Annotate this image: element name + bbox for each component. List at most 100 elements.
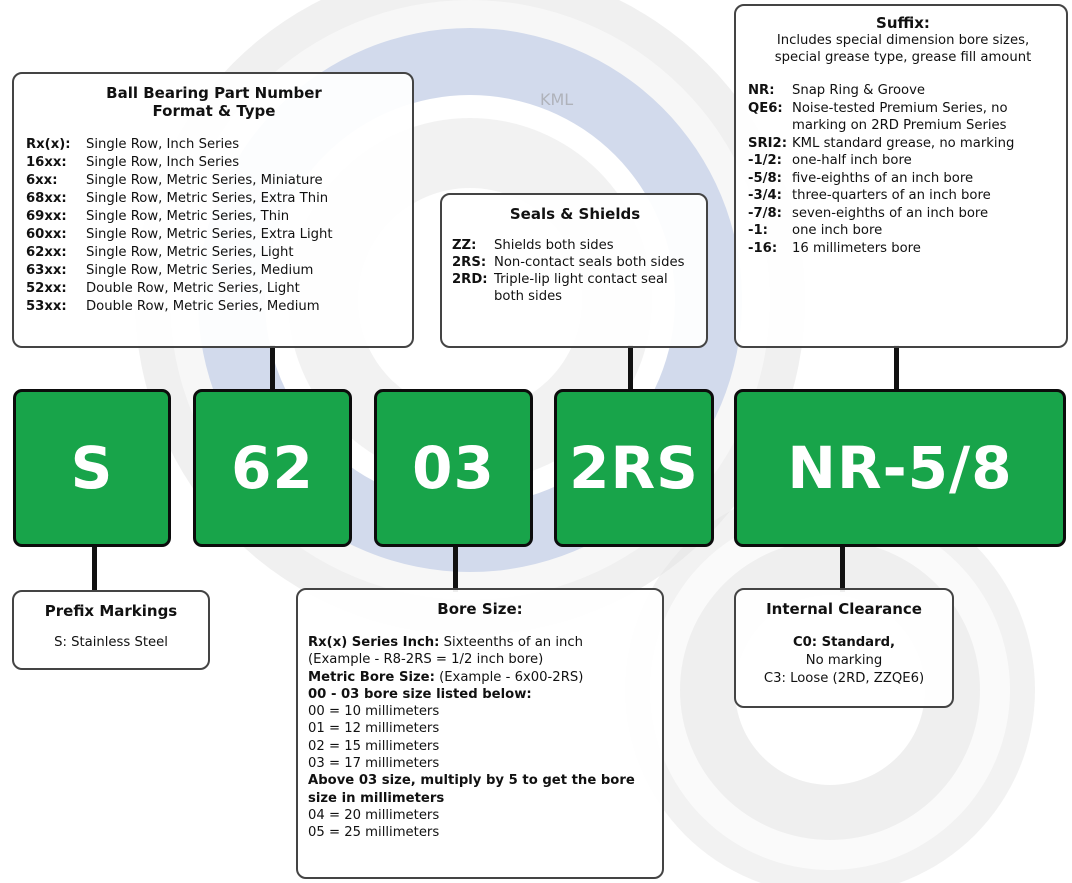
clearance-title: Internal Clearance — [766, 600, 922, 618]
suffix-code: -7/8: — [748, 205, 782, 221]
format-row: Rx(x):Single Row, Inch Series — [26, 136, 402, 154]
seal-desc: Shields both sides — [494, 238, 614, 253]
suffix-row: -1/2: one-half inch bore — [748, 152, 1058, 170]
format-code: 62xx: — [26, 245, 67, 260]
suffix-row: -3/4:three-quarters of an inch bore — [748, 187, 1058, 205]
format-desc: Single Row, Metric Series, Thin — [86, 209, 290, 224]
suffix-code: SRI2: — [748, 135, 788, 151]
bore-line-bold: Rx(x) Series Inch: — [308, 635, 440, 650]
format-row: 68xx: Single Row, Metric Series, Extra Th… — [26, 190, 402, 208]
suffix-row: NR: Snap Ring & Groove — [748, 82, 1058, 100]
bore-size-list: Rx(x) Series Inch: Sixteenths of an inch… — [308, 634, 652, 842]
seal-code: 2RS: — [452, 255, 487, 270]
seals-shields-title: Seals & Shields — [509, 205, 641, 223]
suffix-row: -16: 16 millimeters bore — [748, 240, 1058, 258]
bore-line: 00 = 10 millimeters — [308, 703, 652, 720]
format-row: 52xx: Double Row, Metric Series, Light — [26, 280, 402, 298]
bore-line-text: 01 = 12 millimeters — [308, 721, 440, 737]
bore-line: 01 = 12 millimeters — [308, 720, 652, 737]
format-desc: Double Row, Metric Series, Medium — [86, 299, 320, 314]
format-code: 63xx: — [26, 263, 67, 278]
format-type-box: Ball Bearing Part Number Format & Type R… — [12, 72, 414, 348]
format-desc: Single Row, Metric Series, Extra Light — [86, 227, 333, 242]
suffix-desc: five-eighths of an inch bore — [792, 170, 974, 186]
suffix-code: -1: — [748, 223, 768, 238]
format-code: 53xx: — [26, 299, 67, 314]
suffix-code: NR: — [748, 83, 775, 98]
suffix-desc: Snap Ring & Groove — [792, 83, 926, 98]
connector-suffix — [894, 345, 899, 395]
seals-shields-box: Seals & Shields ZZ: Shields both sides 2R… — [440, 193, 708, 348]
clearance-c0: C0: Standard, — [792, 635, 896, 650]
bore-line: 04 = 20 millimeters — [308, 807, 652, 824]
suffix-desc: Noise-tested Premium Series, no marking … — [792, 100, 1008, 134]
bore-size-box: Bore Size: Rx(x) Series Inch: Sixteenths… — [296, 588, 664, 879]
bore-line-text: 04 = 20 millimeters — [308, 807, 440, 823]
bore-line-text: (Example - 6x00-2RS) — [434, 669, 584, 685]
internal-clearance-box: Internal Clearance C0: Standard, No mark… — [734, 588, 954, 708]
suffix-desc: KML standard grease, no marking — [792, 135, 1015, 151]
clearance-lines: C0: Standard, No marking C3: Loose (2RD,… — [742, 634, 946, 688]
connector-seals — [628, 345, 633, 395]
suffix-desc: one-half inch bore — [792, 153, 912, 168]
clearance-line: C0: Standard, — [742, 634, 946, 652]
seal-code: ZZ: — [452, 238, 477, 253]
code-box-bore: 03 — [374, 389, 533, 547]
bore-line-text: Sixteenths of an inch — [439, 635, 583, 650]
seals-list: ZZ: Shields both sides 2RS: Non-contact se… — [452, 237, 698, 305]
suffix-row: -5/8: five-eighths of an inch bore — [748, 170, 1058, 188]
seal-row: 2RD: Triple-lip light contact seal both s… — [452, 271, 698, 305]
format-code: 52xx: — [26, 281, 67, 296]
suffix-desc: 16 millimeters bore — [792, 240, 921, 256]
format-desc: Double Row, Metric Series, Light — [86, 281, 300, 296]
suffix-intro: Includes special dimension bore sizes, s… — [774, 33, 1032, 65]
bore-line-text: (Example - R8-2RS = 1/2 inch bore) — [308, 652, 544, 668]
bore-line: Above 03 size, multiply by 5 to get the … — [308, 772, 652, 807]
suffix-code: -1/2: — [748, 153, 782, 168]
bore-line: 00 - 03 bore size listed below: — [308, 686, 652, 703]
suffix-title: Suffix: — [876, 14, 930, 32]
bore-line-text: 00 = 10 millimeters — [308, 704, 440, 720]
format-code: 68xx: — [26, 191, 67, 206]
format-desc: Single Row, Metric Series, Extra Thin — [86, 191, 329, 206]
format-type-title: Ball Bearing Part Number Format & Type — [26, 84, 402, 120]
suffix-code: QE6: — [748, 100, 783, 116]
bore-line-bold: Metric Bore Size: — [308, 669, 435, 685]
seal-desc: Non-contact seals both sides — [494, 255, 685, 270]
suffix-box: Suffix: Includes special dimension bore … — [734, 4, 1068, 348]
format-desc: Single Row, Metric Series, Medium — [86, 263, 314, 278]
clearance-line: C3: Loose (2RD, ZZQE6) — [763, 671, 925, 686]
bore-line: Metric Bore Size: (Example - 6x00-2RS) — [308, 669, 652, 686]
bore-line-bold: 00 - 03 bore size listed below: — [308, 686, 532, 702]
format-code: 69xx: — [26, 209, 67, 224]
seal-code: 2RD: — [452, 272, 488, 287]
code-box-seals: 2RS — [554, 389, 714, 547]
seal-desc: Triple-lip light contact seal both sides — [494, 272, 668, 304]
seal-row: 2RS: Non-contact seals both sides — [452, 254, 698, 271]
suffix-desc: three-quarters of an inch bore — [792, 188, 991, 203]
format-code: 60xx: — [26, 227, 67, 242]
format-row: 62xx:Single Row, Metric Series, Light — [26, 244, 402, 262]
code-box-suffix: NR-5/8 — [734, 389, 1066, 547]
format-type-list: Rx(x):Single Row, Inch Series 16xx:Singl… — [26, 136, 402, 316]
bore-line-text: 02 = 15 millimeters — [308, 738, 440, 754]
seal-row: ZZ: Shields both sides — [452, 237, 698, 254]
bore-line: 03 = 17 millimeters — [308, 755, 652, 772]
suffix-list: NR: Snap Ring & Groove QE6: Noise-tested P… — [748, 82, 1058, 257]
format-row: 6xx:Single Row, Metric Series, Miniature — [26, 172, 402, 190]
bore-line-text: 05 = 25 millimeters — [308, 825, 440, 841]
watermark-text: KML — [540, 90, 573, 109]
format-title-line1: Ball Bearing Part Number — [106, 84, 322, 102]
format-title-line2: Format & Type — [152, 102, 276, 120]
bore-line: Rx(x) Series Inch: Sixteenths of an inch — [308, 634, 652, 651]
format-row: 63xx: Single Row, Metric Series, Medium — [26, 262, 402, 280]
format-row: 53xx: Double Row, Metric Series, Medium — [26, 298, 402, 316]
format-desc: Single Row, Metric Series, Miniature — [86, 173, 323, 188]
prefix-line: S: Stainless Steel — [54, 635, 168, 650]
suffix-row: -1:one inch bore — [748, 222, 1058, 240]
clearance-line: No marking — [805, 653, 883, 668]
suffix-code: -16: — [748, 240, 778, 256]
bore-line-text: 03 = 17 millimeters — [308, 756, 440, 772]
suffix-code: -5/8: — [748, 170, 782, 186]
connector-bore — [453, 542, 458, 592]
